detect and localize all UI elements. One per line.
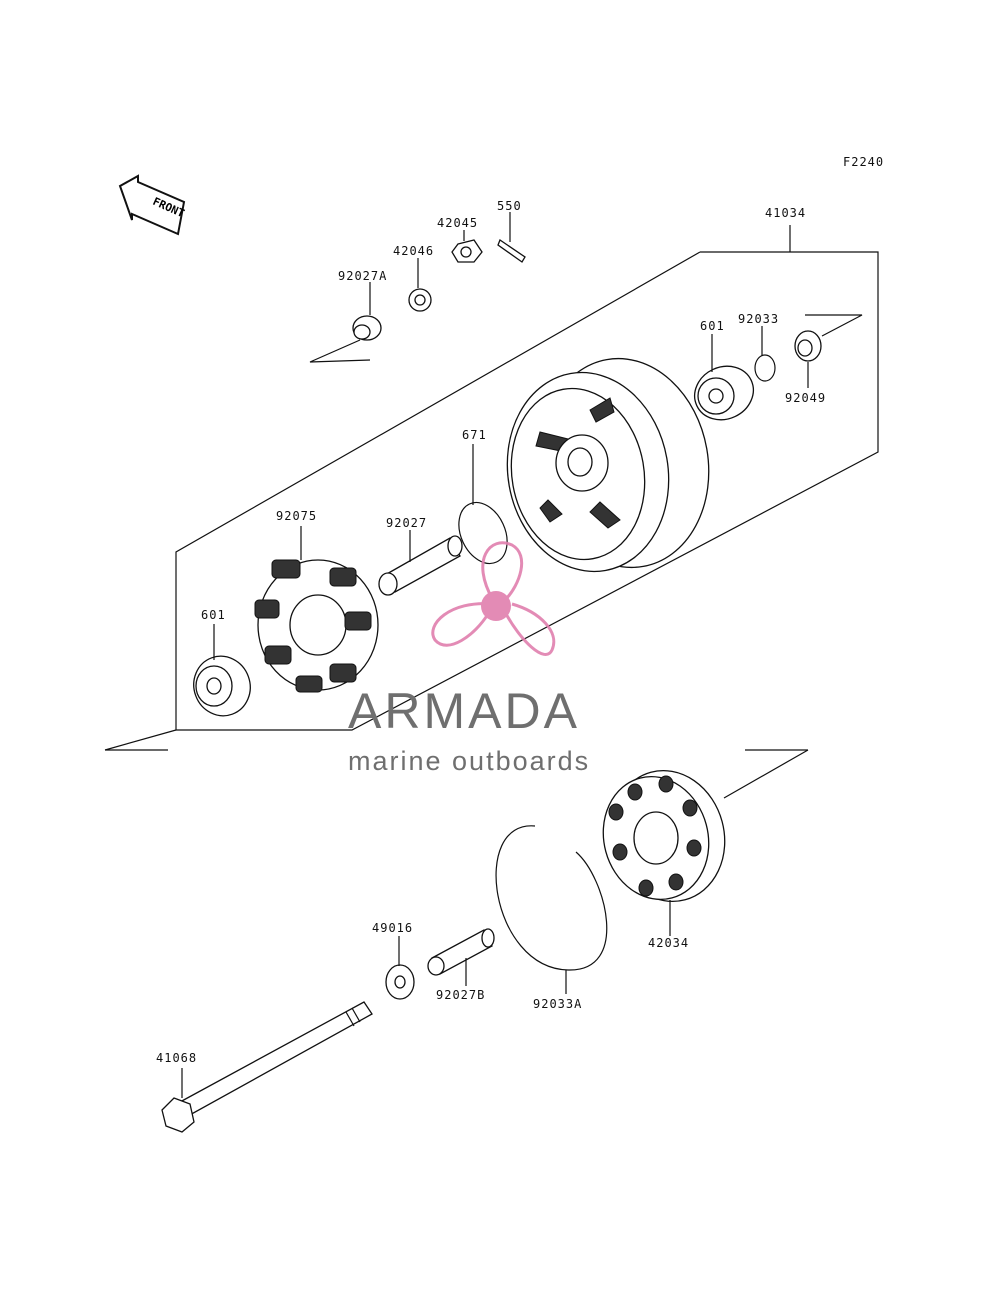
label-92075: 92075 (276, 509, 317, 523)
circlip-92033 (754, 326, 776, 382)
front-arrow-icon: FRONT (118, 174, 187, 236)
assembly-frame (175, 225, 879, 731)
label-92027: 92027 (386, 516, 427, 530)
label-92033: 92033 (738, 312, 779, 326)
guide-lines (104, 314, 863, 799)
label-550: 550 (497, 199, 522, 213)
wheel-hub (506, 357, 710, 573)
watermark-brand: ARMADA (348, 683, 580, 739)
o-ring-671 (458, 444, 508, 565)
circlip-92033A (495, 825, 608, 994)
label-49016: 49016 (372, 921, 413, 935)
diagram-code: F2240 (843, 155, 884, 169)
label-92027B: 92027B (436, 988, 485, 1002)
collar-92027A (352, 282, 382, 341)
cotter-pin-550 (497, 212, 526, 263)
label-92049: 92049 (785, 391, 826, 405)
spacer-49016 (385, 936, 415, 1000)
damper-92075 (254, 526, 379, 693)
label-92027A: 92027A (338, 269, 387, 283)
nut-42045 (451, 230, 483, 263)
label-671: 671 (462, 428, 487, 442)
washer-42046 (408, 258, 432, 312)
label-601-top: 601 (700, 319, 725, 333)
axle-41068 (161, 1001, 373, 1133)
watermark-tagline: marine outboards (348, 746, 590, 776)
propeller-logo-icon (431, 541, 556, 656)
label-41068: 41068 (156, 1051, 197, 1065)
label-92033A: 92033A (533, 997, 582, 1011)
sprocket-hub-42034 (602, 769, 726, 936)
label-42034: 42034 (648, 936, 689, 950)
bearing-601-top (694, 334, 754, 421)
label-42045: 42045 (437, 216, 478, 230)
label-42046: 42046 (393, 244, 434, 258)
collar-92027 (378, 530, 463, 596)
seal-92049 (794, 330, 822, 388)
bearing-601-left (193, 624, 251, 717)
collar-92027B (427, 928, 495, 986)
armada-watermark: ARMADA marine outboards (348, 541, 590, 776)
label-601-left: 601 (201, 608, 226, 622)
label-41034: 41034 (765, 206, 806, 220)
